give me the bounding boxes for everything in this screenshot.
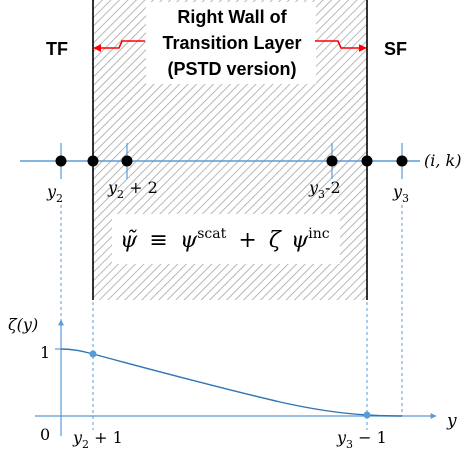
zeta-x-label: y bbox=[446, 411, 457, 431]
tick-label-y3-minus-2: y3-2 bbox=[308, 178, 341, 201]
zeta-tick-y2-plus-1: y2 + 1 bbox=[72, 428, 123, 451]
tick-label-y3: y3 bbox=[392, 182, 409, 205]
zeta-point-end bbox=[363, 411, 371, 419]
zeta-point-start bbox=[89, 350, 97, 358]
grid-point bbox=[121, 155, 133, 167]
layer-title-line2: Transition Layer bbox=[162, 33, 301, 53]
tick-label-y2-plus-2: y2 + 2 bbox=[107, 178, 158, 201]
layer-title-line3: (PSTD version) bbox=[167, 59, 296, 79]
zeta-zero-label: 0 bbox=[40, 425, 50, 444]
layer-title: Right Wall of Transition Layer (PSTD ver… bbox=[146, 2, 316, 84]
grid-point bbox=[326, 155, 338, 167]
grid-point bbox=[361, 155, 373, 167]
zeta-plot: ζ(y) 1 0 y y2 + 1 y3 − 1 bbox=[8, 315, 457, 451]
left-red-arrow bbox=[93, 40, 145, 52]
zeta-curve bbox=[60, 348, 403, 417]
field-equation-text: ψ̃ ≡ ψscat + ζ ψinc bbox=[120, 218, 330, 253]
grid-point bbox=[55, 155, 67, 167]
field-equation-background bbox=[112, 214, 340, 264]
field-equation: ψ̃ ≡ ψscat + ζ ψinc bbox=[112, 214, 340, 264]
grid-point bbox=[87, 155, 99, 167]
tick-label-y2: y2 bbox=[46, 182, 63, 205]
right-red-arrow bbox=[315, 40, 367, 52]
zeta-tick-y3-minus-1: y3 − 1 bbox=[336, 428, 387, 451]
guide-lines bbox=[60, 205, 403, 430]
region-label-tf: TF bbox=[46, 39, 68, 59]
layer-title-background bbox=[146, 2, 316, 84]
zeta-y-label: ζ(y) bbox=[8, 315, 38, 334]
grid-axis: (i, k) bbox=[20, 143, 461, 179]
layer-title-line1: Right Wall of bbox=[177, 7, 287, 27]
zeta-one-label: 1 bbox=[40, 343, 50, 362]
width-arrows bbox=[93, 40, 367, 52]
region-label-sf: SF bbox=[384, 39, 407, 59]
grid-axis-label: (i, k) bbox=[424, 151, 461, 170]
grid-point bbox=[396, 155, 408, 167]
